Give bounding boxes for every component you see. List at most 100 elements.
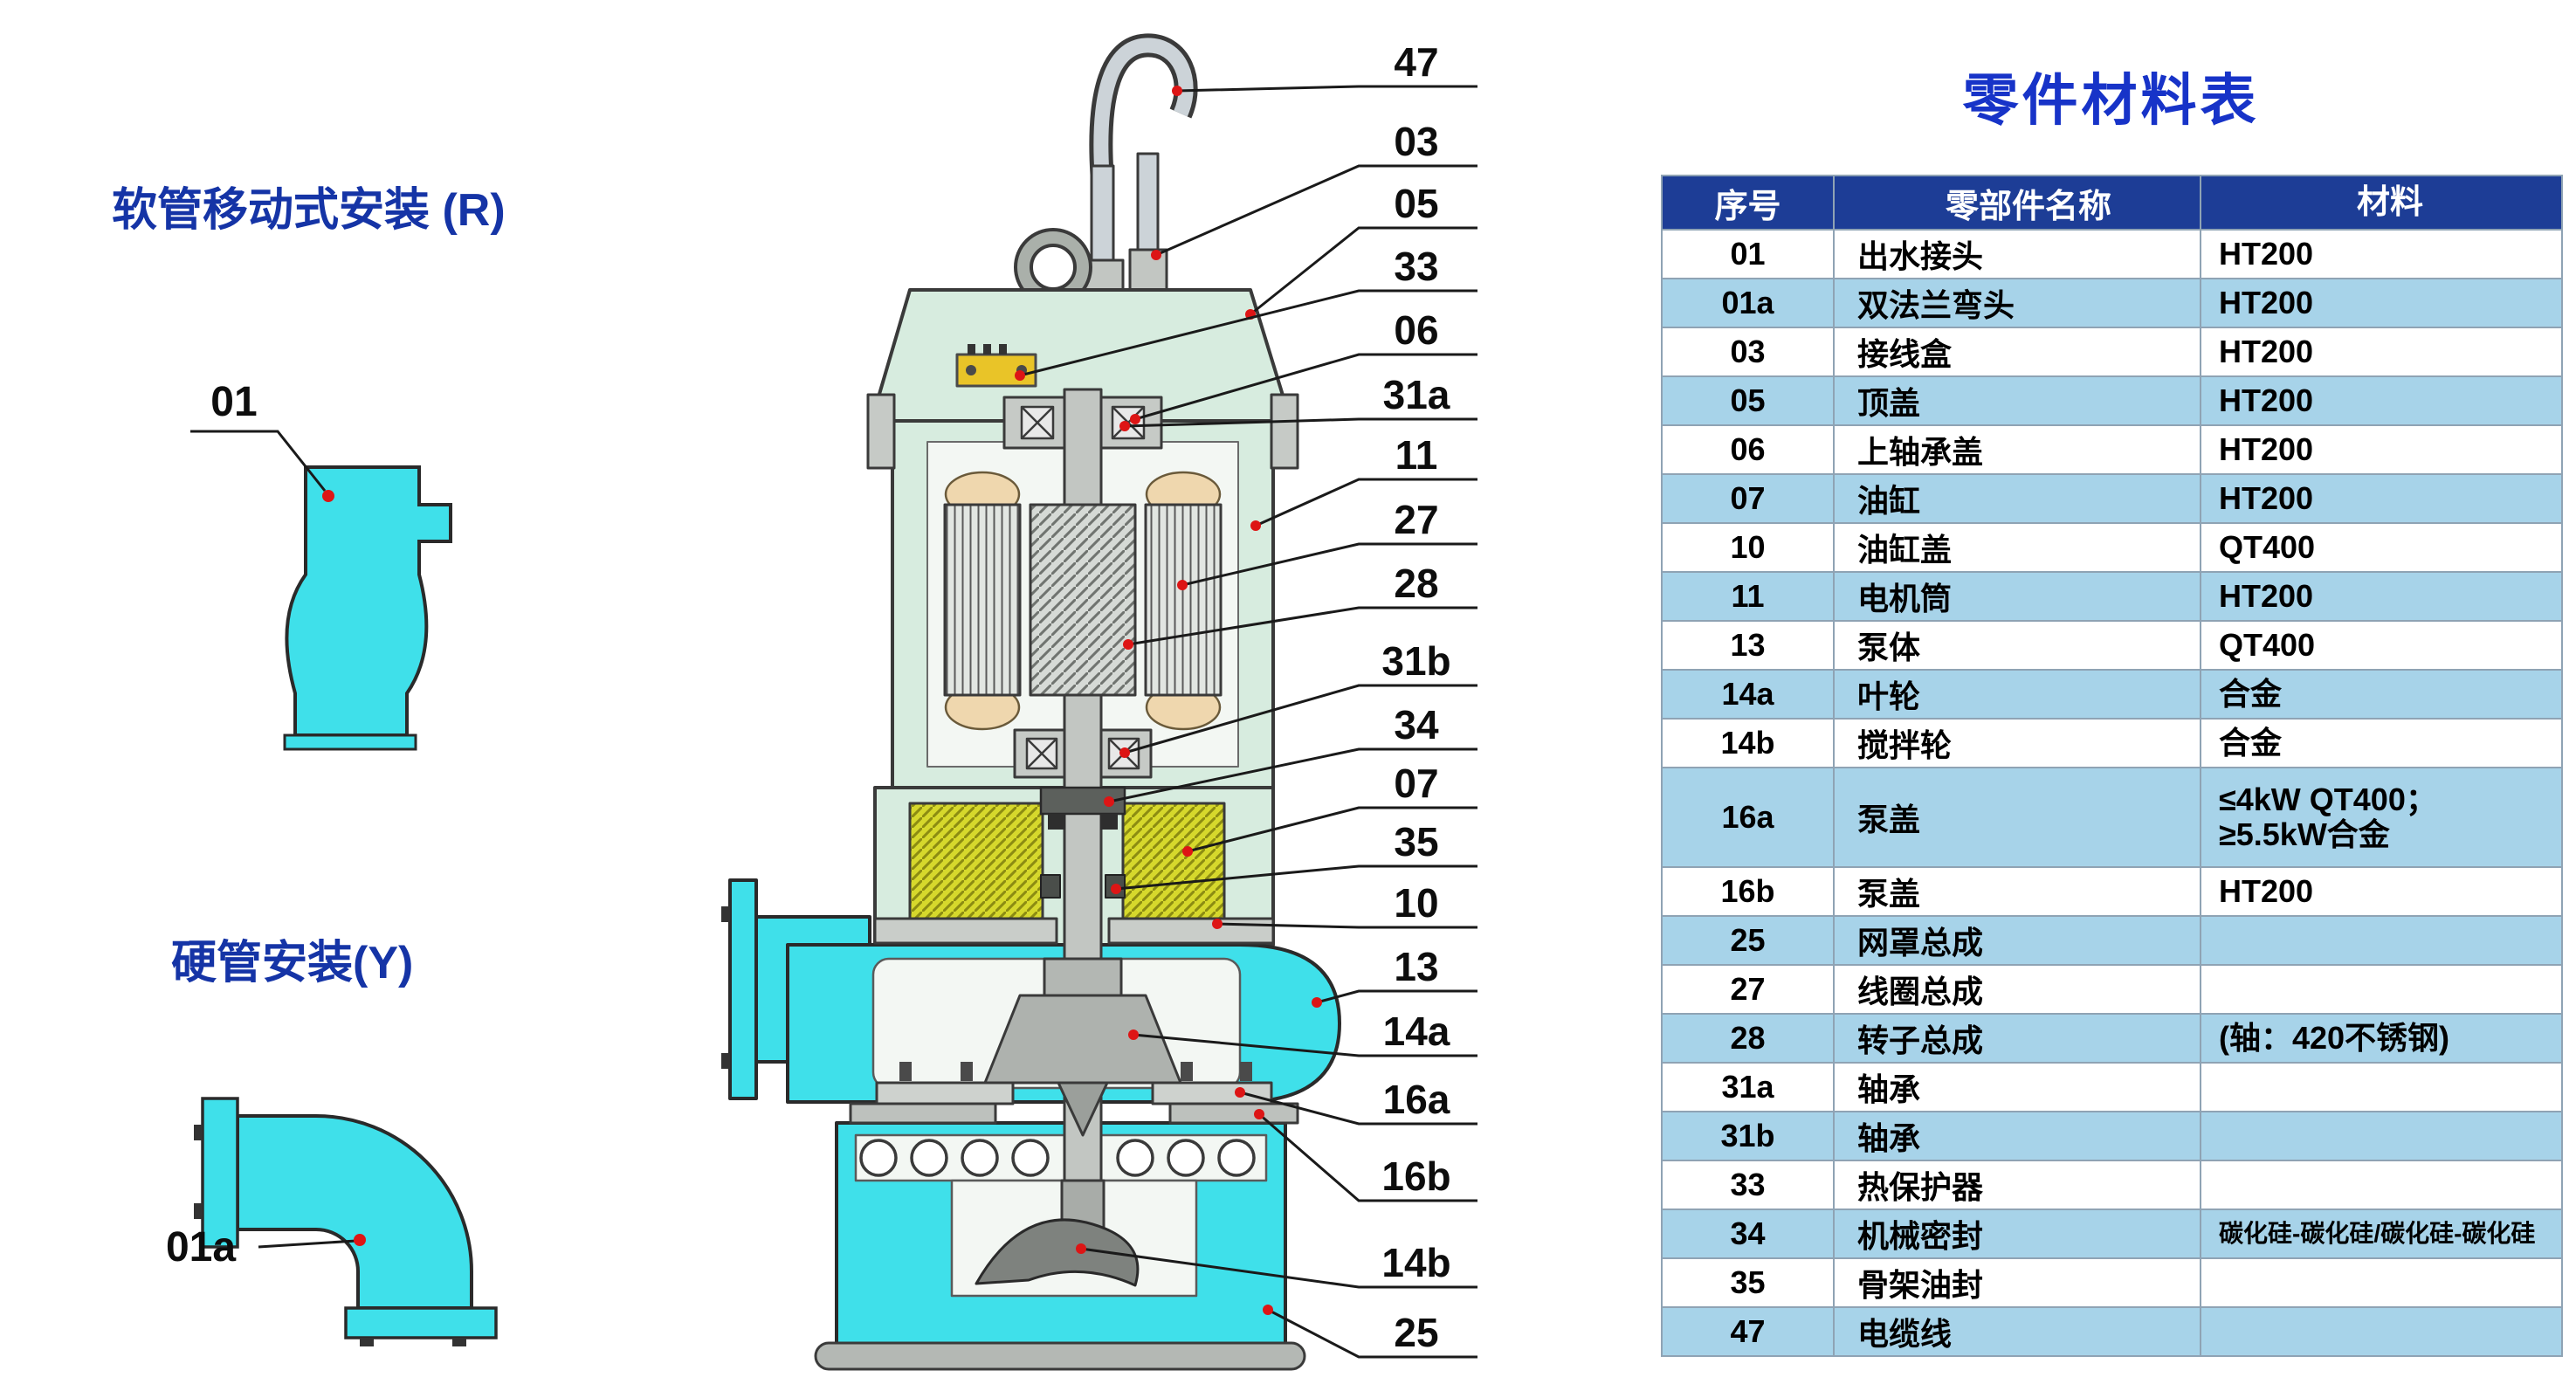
pump-cover-16a — [875, 1081, 1015, 1105]
cell-material: QT400 — [2200, 522, 2563, 573]
cell-name: 顶盖 — [1833, 375, 2201, 426]
table-row: 28 转子总成 (轴：420不锈钢) — [1661, 1013, 2563, 1064]
pump-cover-16a — [1151, 1081, 1273, 1105]
cell-name: 叶轮 — [1833, 669, 2201, 720]
cell-material — [2200, 964, 2563, 1015]
callout-28: 28 — [1123, 561, 1477, 650]
base-plate — [814, 1341, 1306, 1371]
cover-bolt — [961, 1062, 973, 1081]
table-row: 01a 双法兰弯头 HT200 — [1661, 278, 2563, 328]
cell-no: 35 — [1661, 1257, 1835, 1308]
cell-no: 05 — [1661, 375, 1835, 426]
table-row: 13 泵体 QT400 — [1661, 620, 2563, 671]
cell-name: 电机筒 — [1833, 571, 2201, 622]
cell-no: 14a — [1661, 669, 1835, 720]
table-row: 25 网罩总成 — [1661, 915, 2563, 966]
pump-cover-16b — [849, 1102, 997, 1125]
callout-27: 27 — [1177, 497, 1477, 590]
table-row: 35 骨架油封 — [1661, 1257, 2563, 1308]
cell-name: 线圈总成 — [1833, 964, 2201, 1015]
callout-13: 13 — [1312, 944, 1477, 1008]
strainer-hole — [961, 1139, 999, 1177]
table-row: 03 接线盒 HT200 — [1661, 327, 2563, 377]
cable — [1090, 164, 1115, 272]
pump-cover-16b — [1168, 1102, 1299, 1125]
outlet-fitting-flange — [283, 733, 417, 751]
flange-bolt — [452, 1338, 466, 1346]
parts-material-table: 序号 零部件名称 材料 01 出水接头 HT200 01a 双法兰弯头 HT20… — [1661, 175, 2563, 1357]
double-flange-elbow-fitting — [194, 1097, 498, 1346]
parts-table-body: 01 出水接头 HT200 01a 双法兰弯头 HT200 03 接线盒 HT2… — [1661, 229, 2563, 1357]
cell-no: 07 — [1661, 473, 1835, 524]
pump-cross-section — [721, 33, 1341, 1371]
leader-dot-01a — [354, 1234, 366, 1246]
header-material: 材料 — [2200, 175, 2563, 231]
callout-label-33: 33 — [1394, 244, 1438, 289]
cell-name: 接线盒 — [1833, 327, 2201, 377]
cell-name: 油缸盖 — [1833, 522, 2201, 573]
header-name: 零部件名称 — [1833, 175, 2201, 231]
cell-material — [2200, 1062, 2563, 1112]
cell-no: 03 — [1661, 327, 1835, 377]
terminal-stud — [983, 344, 991, 355]
cell-name: 骨架油封 — [1833, 1257, 2201, 1308]
strainer-hole — [859, 1139, 898, 1177]
callout-label-28: 28 — [1394, 561, 1438, 606]
callout-label-05: 05 — [1394, 181, 1438, 226]
oil-cylinder-cover — [1107, 917, 1275, 945]
table-row: 01 出水接头 HT200 — [1661, 229, 2563, 279]
leader-line-01 — [190, 430, 327, 492]
seal-ring — [1048, 814, 1065, 830]
cell-material: ≤4kW QT400； ≥5.5kW合金 — [2200, 767, 2563, 868]
cell-name: 转子总成 — [1833, 1013, 2201, 1064]
outlet-fitting-body — [285, 465, 452, 737]
callout-label-16b: 16b — [1381, 1153, 1450, 1199]
cover-bolt — [1240, 1062, 1252, 1081]
cell-material: 合金 — [2200, 718, 2563, 768]
callout-10: 10 — [1212, 880, 1477, 929]
cell-no: 25 — [1661, 915, 1835, 966]
impeller-hub — [1043, 957, 1123, 997]
oil-fill-left — [908, 802, 1044, 932]
table-row: 11 电机筒 HT200 — [1661, 571, 2563, 622]
callout-16a: 16a — [1235, 1077, 1477, 1126]
callout-31b: 31b — [1119, 638, 1477, 758]
callout-05: 05 — [1245, 181, 1477, 320]
cell-material: HT200 — [2200, 424, 2563, 475]
terminal-stud — [999, 344, 1007, 355]
table-row: 33 热保护器 — [1661, 1160, 2563, 1210]
skeleton-oil-seal — [1040, 874, 1061, 899]
cell-no: 11 — [1661, 571, 1835, 622]
stator-left — [943, 503, 1022, 697]
callout-03: 03 — [1151, 119, 1477, 260]
callout-label-14b: 14b — [1381, 1240, 1450, 1285]
flange-bolt — [721, 906, 730, 922]
cell-material: 合金 — [2200, 669, 2563, 720]
callout-07: 07 — [1182, 761, 1477, 857]
cell-material: HT200 — [2200, 229, 2563, 279]
callout-label-31a: 31a — [1383, 372, 1450, 417]
cell-name: 油缸 — [1833, 473, 2201, 524]
cell-material: 碳化硅-碳化硅/碳化硅-碳化硅 — [2200, 1209, 2563, 1259]
seal-ring — [1100, 814, 1118, 830]
leader-dot-01 — [322, 490, 334, 502]
callout-47: 47 — [1172, 39, 1477, 96]
cell-material: HT200 — [2200, 327, 2563, 377]
callout-14a: 14a — [1128, 1009, 1477, 1057]
cell-no: 13 — [1661, 620, 1835, 671]
cell-no: 33 — [1661, 1160, 1835, 1210]
fitting-label-01a: 01a — [166, 1224, 236, 1270]
callout-label-47: 47 — [1394, 39, 1438, 85]
callout-label-16a: 16a — [1383, 1077, 1450, 1122]
cell-no: 27 — [1661, 964, 1835, 1015]
table-row: 16a 泵盖 ≤4kW QT400； ≥5.5kW合金 — [1661, 767, 2563, 868]
oil-cylinder-cover — [873, 917, 1058, 945]
callout-25: 25 — [1263, 1305, 1477, 1359]
fitting-label-01: 01 — [210, 379, 257, 425]
table-row: 06 上轴承盖 HT200 — [1661, 424, 2563, 475]
callout-01: 01 — [190, 379, 334, 502]
header-row: 序号 零部件名称 材料 — [1661, 175, 2563, 231]
table-row: 27 线圈总成 — [1661, 964, 2563, 1015]
